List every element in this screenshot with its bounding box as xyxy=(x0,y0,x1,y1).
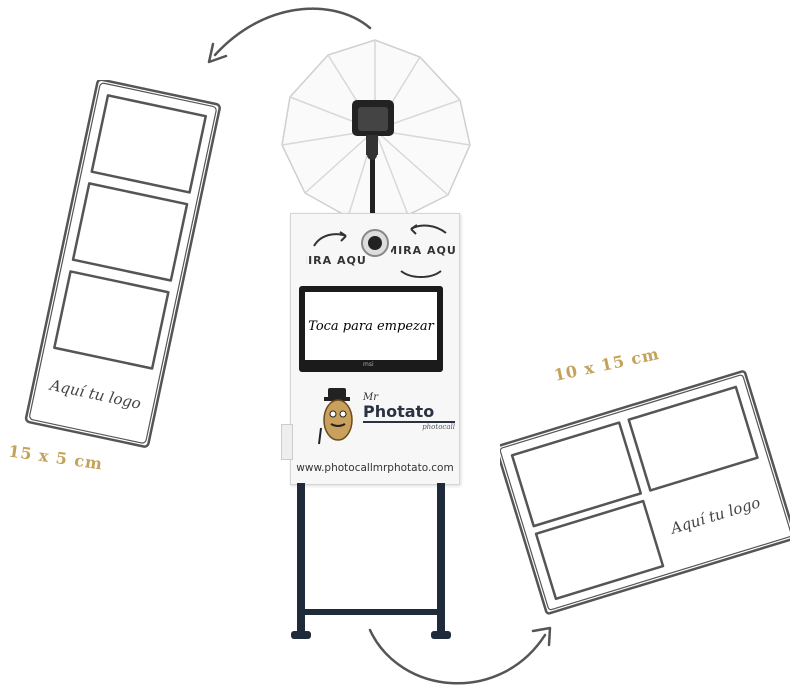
camera-lens xyxy=(361,229,389,257)
photo-booth: MIRA AQUÍ MIRA AQUÍ Toca para empezar ms… xyxy=(270,35,480,645)
touch-monitor[interactable]: Toca para empezar msi xyxy=(299,286,443,372)
screen-prompt: Toca para empezar xyxy=(308,318,434,334)
brand-prefix: Mr xyxy=(363,392,379,403)
mascot-icon xyxy=(318,388,353,445)
strip-logo-text: Aquí tu logo xyxy=(46,375,142,412)
umbrella-reflector xyxy=(281,39,471,218)
booth-cabinet: MIRA AQUÍ MIRA AQUÍ Toca para empezar ms… xyxy=(281,213,460,485)
postcard-logo-text: Aquí tu logo xyxy=(667,493,763,538)
look-here-right: MIRA AQUÍ xyxy=(391,224,457,278)
touch-screen[interactable]: Toca para empezar xyxy=(305,292,437,360)
brand-sub: photocall xyxy=(422,423,455,431)
booth-stand xyxy=(291,483,451,639)
website-text: www.photocallmrphotato.com xyxy=(296,462,454,474)
brand-name: Photato xyxy=(363,403,455,423)
cycle-arrow-bottom xyxy=(368,626,552,685)
brand-logo: Mr Photato photocall xyxy=(363,392,455,431)
monitor-brand: msi xyxy=(363,361,374,368)
cycle-arrow-top xyxy=(207,7,372,64)
postcard-sketch: Aquí tu logo xyxy=(500,370,790,615)
svg-text:MIRA AQUÍ: MIRA AQUÍ xyxy=(391,244,457,257)
print-tray xyxy=(281,424,293,460)
photo-strip-sketch: Aquí tu logo xyxy=(24,80,221,448)
svg-text:MIRA AQUÍ: MIRA AQUÍ xyxy=(306,254,366,267)
look-here-left: MIRA AQUÍ xyxy=(306,231,366,267)
